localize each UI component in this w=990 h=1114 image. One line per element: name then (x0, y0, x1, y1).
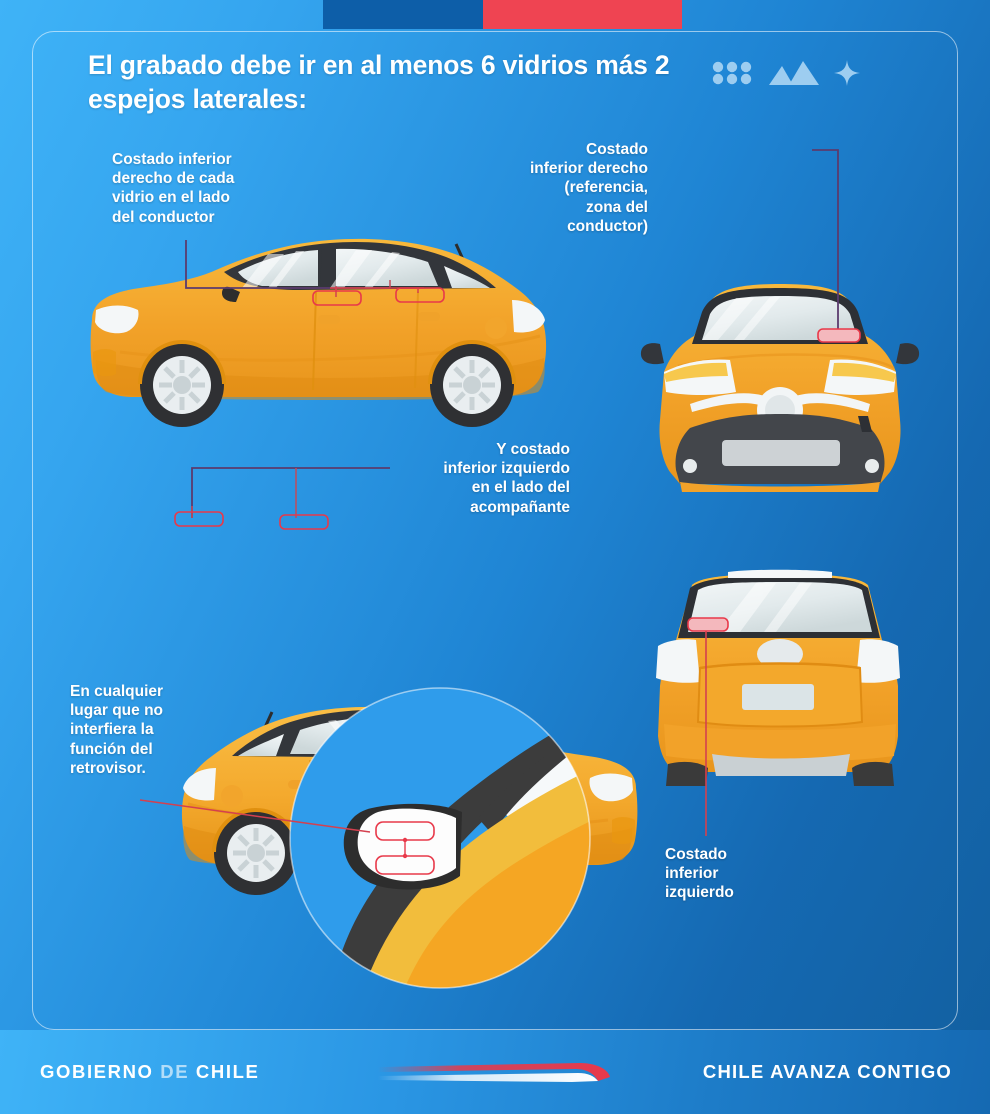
marker-driver-side-1 (312, 290, 362, 306)
page-title: El grabado debe ir en al menos 6 vidrios… (88, 50, 670, 115)
car-side-view-driver (90, 238, 547, 427)
gob-prefix: GOBIERNO (40, 1061, 161, 1082)
mountains-icon (769, 61, 819, 85)
header-decoration (712, 60, 860, 86)
header: El grabado debe ir en al menos 6 vidrios… (88, 48, 918, 117)
car-front-view (640, 284, 920, 492)
label-windshield-reference: Costado inferior derecho (referencia, zo… (530, 141, 648, 235)
car-rear-view (656, 569, 900, 786)
gob-suffix: CHILE (195, 1061, 260, 1082)
gob-de: DE (160, 1061, 196, 1082)
label-passenger-side-windows: Y costado inferior izquierdo en el lado … (443, 441, 570, 516)
chile-flag-ribbon-icon (378, 1063, 610, 1082)
topbar-red-accent (483, 0, 682, 29)
label-mirror-note: En cualquier lugar que no interfiera la … (70, 683, 164, 777)
marker-passenger-side-1 (174, 511, 224, 527)
wheel-rear (430, 343, 514, 427)
government-wordmark: GOBIERNO DE CHILE (40, 1061, 259, 1083)
connector-mirror-detail (139, 799, 371, 833)
wheel-front (140, 343, 224, 427)
topbar-navy-accent (323, 0, 483, 29)
footer-slogan: CHILE AVANZA CONTIGO (702, 1061, 952, 1082)
marker-front-windshield (817, 328, 861, 343)
label-driver-side-windows: Costado inferior derecho de cada vidrio … (112, 151, 235, 226)
marker-driver-side-2 (395, 287, 445, 303)
marker-passenger-side-2 (279, 514, 329, 530)
dot-grid-icon (712, 61, 752, 85)
marker-rear-window (687, 617, 729, 632)
connector-passenger-side (191, 467, 390, 518)
label-rear-window: Costado inferior izquierdo (665, 846, 734, 902)
footer-bar: GOBIERNO DE CHILE CHILE AVANZA CONTIGO (0, 1030, 990, 1114)
sparkle-icon (834, 60, 860, 86)
